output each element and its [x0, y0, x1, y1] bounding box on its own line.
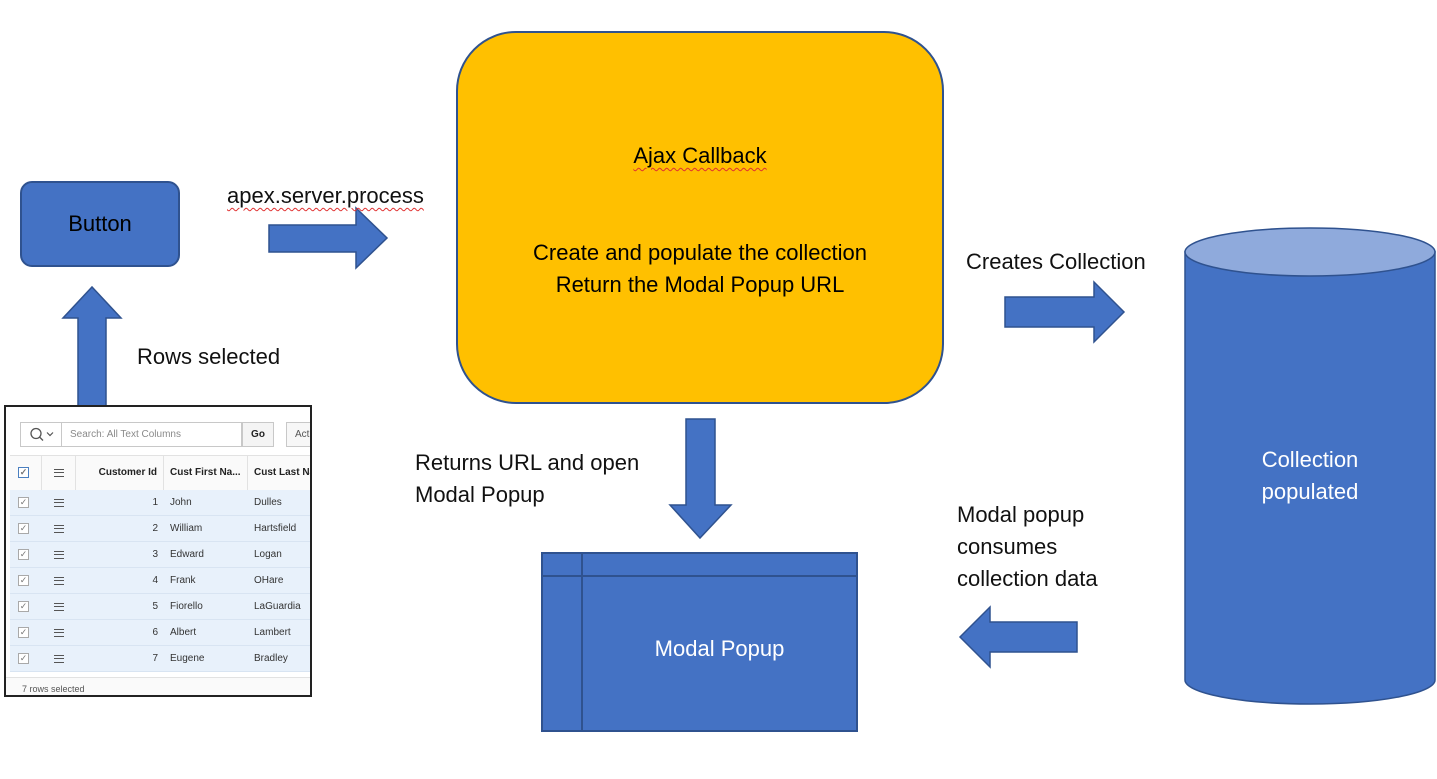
grid-footer-status: 7 rows selected [6, 677, 310, 695]
row-checkbox[interactable]: ✓ [18, 497, 29, 508]
edge-label-consumes-data: Modal popup consumes collection data [957, 499, 1098, 595]
cell-customer-id: 3 [152, 549, 158, 560]
apex-server-process-text: apex.server.process [227, 183, 424, 208]
search-icon [30, 427, 54, 441]
select-all-cell: ✓ [10, 456, 42, 490]
row-actions-header [42, 456, 76, 490]
cell-last-name: Dulles [254, 497, 282, 508]
collection-label: Collection populated [1185, 444, 1435, 508]
actions-button[interactable]: Acti [286, 422, 310, 447]
cell-last-name: Hartsfield [254, 523, 297, 534]
collection-label-line1: Collection [1261, 447, 1359, 472]
cell-first-name: Eugene [170, 653, 205, 664]
cell-customer-id: 2 [152, 523, 158, 534]
row-checkbox[interactable]: ✓ [18, 523, 29, 534]
button-node: Button [20, 181, 180, 267]
cell-first-name: William [170, 523, 203, 534]
cell-first-name: Edward [170, 549, 204, 560]
cell-customer-id: 6 [152, 627, 158, 638]
cell-customer-id: 4 [152, 575, 158, 586]
edge-label-returns-url: Returns URL and open Modal Popup [415, 447, 639, 511]
cell-customer-id: 7 [152, 653, 158, 664]
cell-last-name: Lambert [254, 627, 291, 638]
ajax-callback-title: Ajax Callback [633, 143, 767, 168]
menu-icon[interactable] [54, 655, 64, 663]
col-header-last-name[interactable]: Cust Last Na... [254, 467, 310, 478]
row-checkbox[interactable]: ✓ [18, 627, 29, 638]
go-button[interactable]: Go [242, 422, 274, 447]
menu-icon[interactable] [54, 551, 64, 559]
cell-first-name: John [170, 497, 192, 508]
arrow-apex-server-process [268, 206, 389, 270]
grid-header-row: ✓ Customer Id Cust First Na... Cust Last… [10, 455, 310, 491]
cell-last-name: OHare [254, 575, 284, 586]
returns-url-line2: Modal Popup [415, 482, 545, 507]
arrow-creates-collection [1004, 280, 1126, 344]
cell-first-name: Albert [170, 627, 197, 638]
table-row[interactable]: ✓ 1 John Dulles [10, 490, 310, 516]
menu-icon[interactable] [54, 577, 64, 585]
table-row[interactable]: ✓ 2 William Hartsfield [10, 516, 310, 542]
menu-icon[interactable] [54, 629, 64, 637]
collection-label-line2: populated [1261, 479, 1359, 504]
ajax-callback-node: Ajax Callback Create and populate the co… [456, 31, 944, 404]
button-node-label: Button [68, 211, 132, 236]
modal-popup-label: Modal Popup [654, 636, 785, 661]
row-checkbox[interactable]: ✓ [18, 575, 29, 586]
collection-cylinder [1184, 227, 1436, 705]
search-input[interactable]: Search: All Text Columns [62, 422, 242, 447]
cell-customer-id: 1 [152, 497, 158, 508]
modal-popup-node: Modal Popup [541, 552, 858, 732]
modal-side-line [581, 554, 583, 730]
menu-icon[interactable] [54, 603, 64, 611]
table-row[interactable]: ✓ 6 Albert Lambert [10, 620, 310, 646]
table-row[interactable]: ✓ 3 Edward Logan [10, 542, 310, 568]
cell-first-name: Frank [170, 575, 196, 586]
cell-first-name: Fiorello [170, 601, 203, 612]
ajax-callback-line2: Return the Modal Popup URL [555, 272, 845, 297]
row-checkbox[interactable]: ✓ [18, 601, 29, 612]
menu-icon[interactable] [54, 525, 64, 533]
edge-label-apex-server-process: apex.server.process [227, 180, 424, 212]
edge-label-rows-selected: Rows selected [137, 344, 281, 369]
modal-header-line [543, 575, 856, 577]
search-column-selector[interactable] [20, 422, 62, 447]
menu-icon[interactable] [54, 469, 64, 477]
arrow-consumes-data [958, 605, 1078, 669]
interactive-grid-screenshot: Search: All Text Columns Go Acti ✓ Custo… [4, 405, 312, 697]
table-row[interactable]: ✓ 5 Fiorello LaGuardia [10, 594, 310, 620]
consumes-line1: Modal popup [957, 502, 1085, 527]
row-checkbox[interactable]: ✓ [18, 653, 29, 664]
cell-last-name: Logan [254, 549, 282, 560]
col-header-first-name[interactable]: Cust First Na... [164, 456, 248, 490]
arrow-rows-selected [61, 285, 123, 407]
col-header-customer-id[interactable]: Customer Id [76, 456, 164, 490]
consumes-line2: consumes [957, 534, 1058, 559]
table-row[interactable]: ✓ 4 Frank OHare [10, 568, 310, 594]
table-row[interactable]: ✓ 7 Eugene Bradley [10, 646, 310, 672]
menu-icon[interactable] [54, 499, 64, 507]
cell-customer-id: 5 [152, 601, 158, 612]
ajax-callback-line1: Create and populate the collection [533, 240, 867, 265]
row-checkbox[interactable]: ✓ [18, 549, 29, 560]
edge-label-creates-collection: Creates Collection [966, 249, 1146, 274]
select-all-checkbox[interactable]: ✓ [18, 467, 29, 478]
cell-last-name: Bradley [254, 653, 288, 664]
consumes-line3: collection data [957, 566, 1098, 591]
arrow-returns-url [668, 418, 733, 540]
returns-url-line1: Returns URL and open [415, 450, 640, 475]
cell-last-name: LaGuardia [254, 601, 301, 612]
